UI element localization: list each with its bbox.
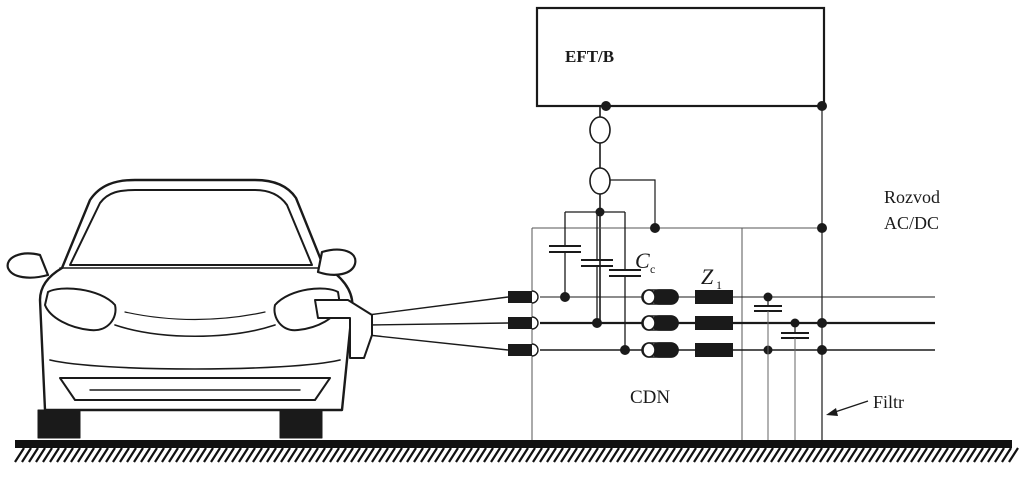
eft-generator-box [535, 6, 826, 108]
cdn-enclosure [531, 227, 822, 440]
impedance-label-main: Z [701, 264, 714, 289]
junction-dot [817, 101, 827, 111]
filter-callout: Filtr [826, 392, 904, 416]
coupling-capacitor-bus [549, 211, 641, 350]
junction-dot [650, 223, 660, 233]
car-icon [6, 178, 373, 439]
line-connectors [508, 290, 539, 357]
filter-capacitors [754, 297, 809, 440]
junction-dot [595, 207, 605, 217]
junction-dot [817, 223, 827, 233]
current-clamp-icon [589, 116, 611, 195]
filter-label: Filtr [873, 392, 904, 412]
charging-cable [367, 296, 509, 351]
power-lines [540, 296, 935, 351]
capacitor-label-subscript: c [650, 262, 655, 276]
distribution-label-line2: AC/DC [884, 213, 939, 233]
impedance-blocks [695, 290, 733, 357]
impedance-label: Z 1 [701, 264, 722, 292]
eft-generator-label: EFT/B [565, 47, 614, 66]
capacitor-label: C c [635, 248, 655, 276]
ferrite-chokes [641, 289, 679, 358]
eft-generator: EFT/B [535, 6, 826, 108]
impedance-label-subscript: 1 [716, 278, 722, 292]
cdn-label: CDN [630, 387, 670, 408]
junction-dot [601, 101, 611, 111]
ground-hatch-icon [14, 440, 1019, 463]
distribution-label-line1: Rozvod [884, 187, 940, 207]
capacitor-label-main: C [635, 248, 650, 273]
